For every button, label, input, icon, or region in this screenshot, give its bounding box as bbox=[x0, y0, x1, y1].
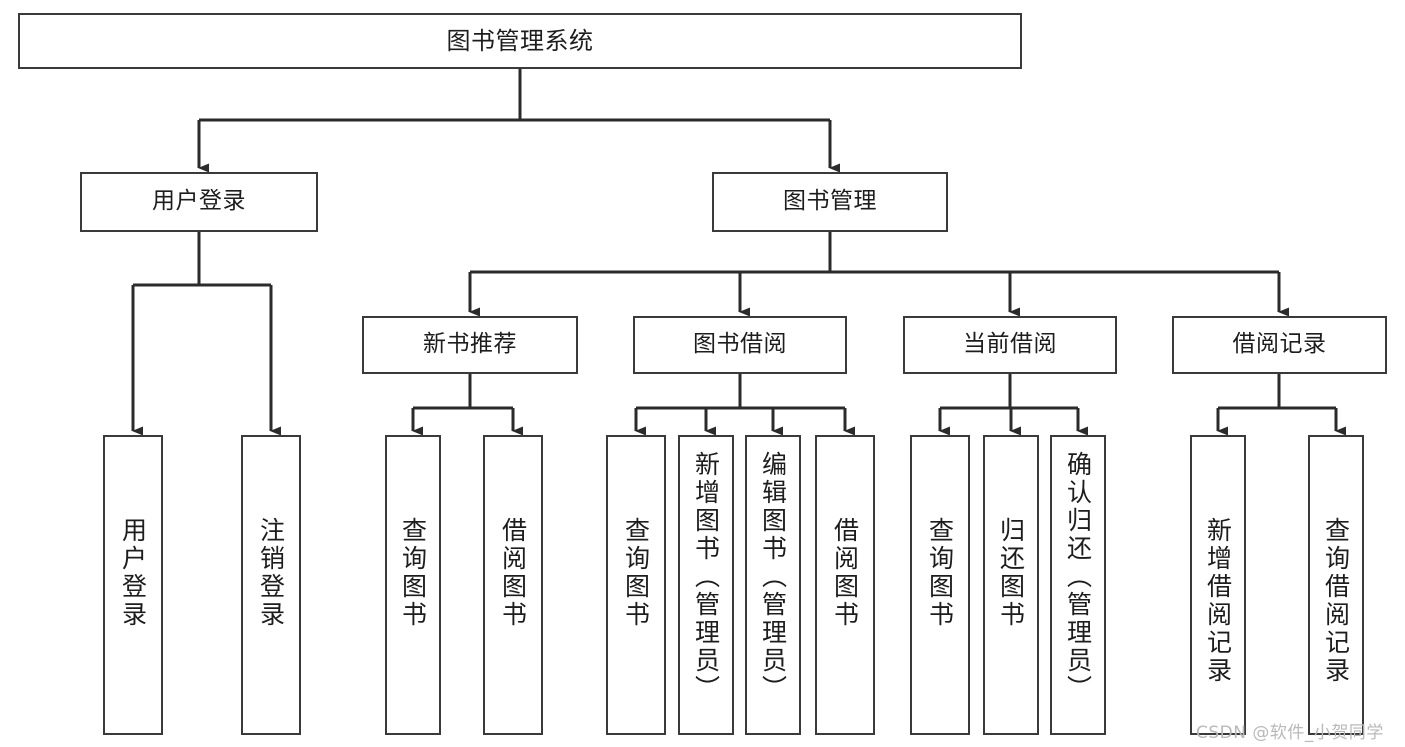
node-leaf-edit-book-label: 编辑图书（管理员） bbox=[758, 451, 788, 703]
node-leaf-confirm-return-label: 确认归还（管理员） bbox=[1063, 451, 1093, 703]
node-leaf-query-record[interactable]: 查询借阅记录 bbox=[1308, 435, 1364, 735]
csdn-watermark: CSDN @软件_小贺同学 bbox=[1196, 723, 1384, 743]
node-current-borrow[interactable]: 当前借阅 bbox=[903, 316, 1117, 374]
node-leaf-return-book-label: 归还图书 bbox=[996, 517, 1026, 629]
node-leaf-query-book-rec-label: 查询图书 bbox=[398, 517, 428, 629]
node-root-label: 图书管理系统 bbox=[446, 26, 594, 55]
node-leaf-add-book[interactable]: 新增图书（管理员） bbox=[678, 435, 734, 735]
node-leaf-user-login-label: 用户登录 bbox=[118, 517, 148, 629]
node-book-borrow-label: 图书借阅 bbox=[693, 331, 787, 358]
node-leaf-confirm-return[interactable]: 确认归还（管理员） bbox=[1050, 435, 1106, 735]
node-leaf-query-record-label: 查询借阅记录 bbox=[1321, 517, 1351, 685]
node-user-login-label: 用户登录 bbox=[152, 188, 246, 215]
node-leaf-query-book-current-label: 查询图书 bbox=[925, 517, 955, 629]
node-leaf-query-book-current[interactable]: 查询图书 bbox=[910, 435, 970, 735]
node-user-login[interactable]: 用户登录 bbox=[80, 172, 318, 232]
node-book-manage-label: 图书管理 bbox=[783, 188, 877, 215]
node-leaf-borrow-book-rec[interactable]: 借阅图书 bbox=[483, 435, 543, 735]
node-leaf-user-logout-label: 注销登录 bbox=[256, 517, 286, 629]
node-leaf-borrow-book-rec-label: 借阅图书 bbox=[498, 517, 528, 629]
node-book-manage[interactable]: 图书管理 bbox=[712, 172, 948, 232]
node-book-borrow[interactable]: 图书借阅 bbox=[633, 316, 847, 374]
node-leaf-add-record-label: 新增借阅记录 bbox=[1203, 517, 1233, 685]
node-leaf-return-book[interactable]: 归还图书 bbox=[983, 435, 1039, 735]
node-leaf-edit-book[interactable]: 编辑图书（管理员） bbox=[745, 435, 801, 735]
node-new-book-recommend-label: 新书推荐 bbox=[423, 331, 517, 358]
node-leaf-user-login[interactable]: 用户登录 bbox=[103, 435, 163, 735]
node-leaf-user-logout[interactable]: 注销登录 bbox=[241, 435, 301, 735]
node-leaf-borrow-book-label: 借阅图书 bbox=[830, 517, 860, 629]
node-borrow-record[interactable]: 借阅记录 bbox=[1172, 316, 1387, 374]
node-current-borrow-label: 当前借阅 bbox=[963, 331, 1057, 358]
node-leaf-query-book-borrow[interactable]: 查询图书 bbox=[606, 435, 666, 735]
node-leaf-add-book-label: 新增图书（管理员） bbox=[691, 451, 721, 703]
node-borrow-record-label: 借阅记录 bbox=[1232, 331, 1327, 358]
node-leaf-add-record[interactable]: 新增借阅记录 bbox=[1190, 435, 1246, 735]
node-leaf-borrow-book[interactable]: 借阅图书 bbox=[815, 435, 875, 735]
node-leaf-query-book-rec[interactable]: 查询图书 bbox=[385, 435, 441, 735]
node-leaf-query-book-borrow-label: 查询图书 bbox=[621, 517, 651, 629]
node-root[interactable]: 图书管理系统 bbox=[18, 13, 1022, 69]
node-new-book-recommend[interactable]: 新书推荐 bbox=[362, 316, 578, 374]
